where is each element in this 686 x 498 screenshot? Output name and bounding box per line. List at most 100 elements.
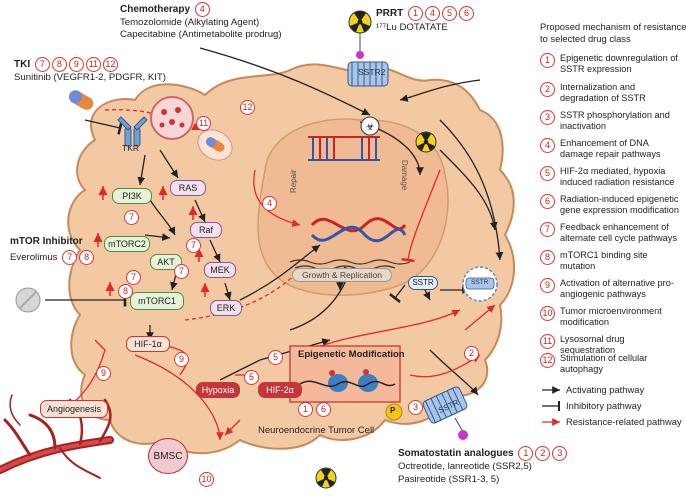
lysosome-capsule-icon — [197, 129, 233, 161]
hif2a-node: HIF-2α — [258, 382, 302, 398]
legend-item-2: 2 Internalization and degradation of SSTR — [540, 82, 680, 104]
erk-node: ERK — [210, 300, 242, 316]
repair-label: Repair — [289, 169, 298, 193]
prrt-drug: ¹⁷⁷Lu DOTATATE — [376, 22, 448, 33]
badge-12: 12 — [240, 100, 255, 115]
damage-label: Damage — [400, 160, 409, 191]
mtorc1-node: mTORC1 — [130, 292, 184, 310]
ras-node: RAS — [170, 180, 206, 196]
legend-arrow-icons — [542, 386, 560, 426]
badge-5-hypoxia: 5 — [244, 370, 259, 385]
legend-text-2: Internalization and degradation of SSTR — [560, 82, 646, 103]
legend-text-5: HIF-2α mediated, hypoxia induced radiati… — [560, 166, 675, 187]
mrna-strands — [289, 259, 411, 271]
legend-item-8: 8 mTORC1 binding site mutation — [540, 250, 680, 272]
badge-9-angio: 9 — [96, 366, 111, 381]
akt-node: AKT — [150, 254, 182, 270]
angiogenesis-node: Angiogenesis — [40, 400, 108, 418]
radiation-icon-prrt — [348, 10, 372, 59]
prrt-badge-4: 4 — [425, 6, 441, 21]
sstr2-label: SSTR2 — [358, 67, 386, 77]
prrt-title: PRRT — [376, 8, 404, 20]
epigenetic-box — [289, 345, 401, 403]
legend-num-10: 10 — [540, 306, 555, 321]
somatostatin-drug-2: Pasireotide (SSR1-3, 5) — [398, 474, 500, 485]
sstr-ligand-stem — [454, 417, 463, 431]
badge-8: 8 — [118, 284, 133, 299]
mtor-badge-7: 7 — [62, 250, 78, 265]
legend-text-11: Lysosomal drug sequestration — [560, 334, 625, 355]
chemotherapy-title: Chemotherapy — [120, 4, 191, 16]
tki-badge-9: 9 — [68, 57, 84, 72]
badge-9-hif: 9 — [174, 352, 189, 367]
sstr2-receptor-icon — [347, 61, 389, 87]
tki-badge-8: 8 — [51, 57, 67, 72]
radiation-icon-bottom — [315, 467, 337, 489]
autophagosome-icon — [150, 96, 194, 140]
bmsc-node: BMSC — [148, 438, 188, 474]
tki-badge-7: 7 — [34, 57, 50, 72]
badge-3-sstr: 3 — [408, 400, 423, 415]
chemotherapy-badge-4: 4 — [194, 2, 210, 17]
legend-title-2: to selected drug class — [540, 33, 631, 44]
legend-inhibitory: Inhibitory pathway — [566, 400, 642, 411]
biohazard-icon: ☣ — [360, 116, 380, 136]
legend-activating: Activating pathway — [566, 384, 645, 395]
tki-drug: Sunitinib (VEGFR1-2, PDGFR, KIT) — [14, 72, 166, 83]
legend-num-1: 1 — [540, 53, 555, 68]
sstr-vesicle-label: SSTR — [471, 279, 489, 286]
sstr-receptor-bottom-icon — [422, 386, 468, 424]
chemotherapy-drug-2: Capecitabine (Antimetabolite prodrug) — [120, 29, 282, 40]
legend-text-6: Radiation-induced epigenetic gene expres… — [560, 194, 679, 215]
badge-7-raf: 7 — [186, 238, 201, 253]
legend-item-9: 9 Activation of alternative pro-angiogeni… — [540, 278, 680, 300]
somatostatin-badge-2: 2 — [535, 446, 551, 461]
mtor-inhibitor-pill-icon — [15, 287, 41, 313]
legend-num-8: 8 — [540, 250, 555, 265]
radiation-icon-cell — [415, 131, 437, 153]
hypoxia-node: Hypoxia — [196, 382, 240, 398]
phosphate-label: P — [390, 406, 396, 415]
badge-11: 11 — [196, 116, 211, 131]
nucleus — [257, 118, 449, 296]
mtor-inhibitor-title: mTOR Inhibitor — [10, 236, 83, 247]
badge-6-epigenetic: 6 — [316, 402, 331, 417]
badge-2-sstr: 2 — [464, 346, 479, 361]
badge-1-epigenetic: 1 — [298, 402, 313, 417]
legend-item-10: 10 Tumor microenvironment modification — [540, 306, 680, 328]
legend-num-9: 9 — [540, 278, 555, 293]
legend-num-4: 4 — [540, 138, 555, 153]
tumor-cell-label: Neuroendocrine Tumor Cell — [258, 425, 375, 436]
phosphate-icon — [385, 403, 403, 421]
prrt-badge-6: 6 — [459, 6, 475, 21]
tki-title: TKI — [14, 59, 31, 71]
badge-4: 4 — [262, 196, 277, 211]
legend-num-7: 7 — [540, 222, 555, 237]
svg-text:☣: ☣ — [366, 122, 375, 133]
dna-helix — [310, 217, 407, 243]
sstr-ligand-dot — [458, 430, 468, 440]
badge-5-hif2a: 5 — [268, 350, 283, 365]
tki-badge-11: 11 — [85, 57, 101, 72]
legend-title-1: Proposed mechanism of resistance — [540, 21, 686, 32]
somatostatin-drug-1: Octreotide, lanreotide (SSR2,5) — [398, 461, 532, 472]
legend-text-9: Activation of alternative pro-angiogenic… — [560, 278, 674, 299]
mtorc2-node: mTORC2 — [104, 236, 150, 252]
legend-text-8: mTORC1 binding site mutation — [560, 250, 648, 271]
badge-10: 10 — [199, 472, 214, 487]
legend-item-4: 4 Enhancement of DNA damage repair pathwa… — [540, 138, 680, 160]
legend-num-2: 2 — [540, 82, 555, 97]
legend-text-4: Enhancement of DNA damage repair pathway… — [560, 138, 661, 159]
somatostatin-title: Somatostatin analogues — [398, 448, 514, 460]
legend-text-10: Tumor microenvironment modification — [560, 306, 662, 327]
nucleosome-icons — [299, 369, 396, 392]
legend-text-3: SSTR phosphorylation and inactivation — [560, 110, 670, 131]
legend-num-12: 12 — [540, 353, 555, 368]
mtor-inhibitor-drug-name: Everolimus — [10, 252, 58, 264]
